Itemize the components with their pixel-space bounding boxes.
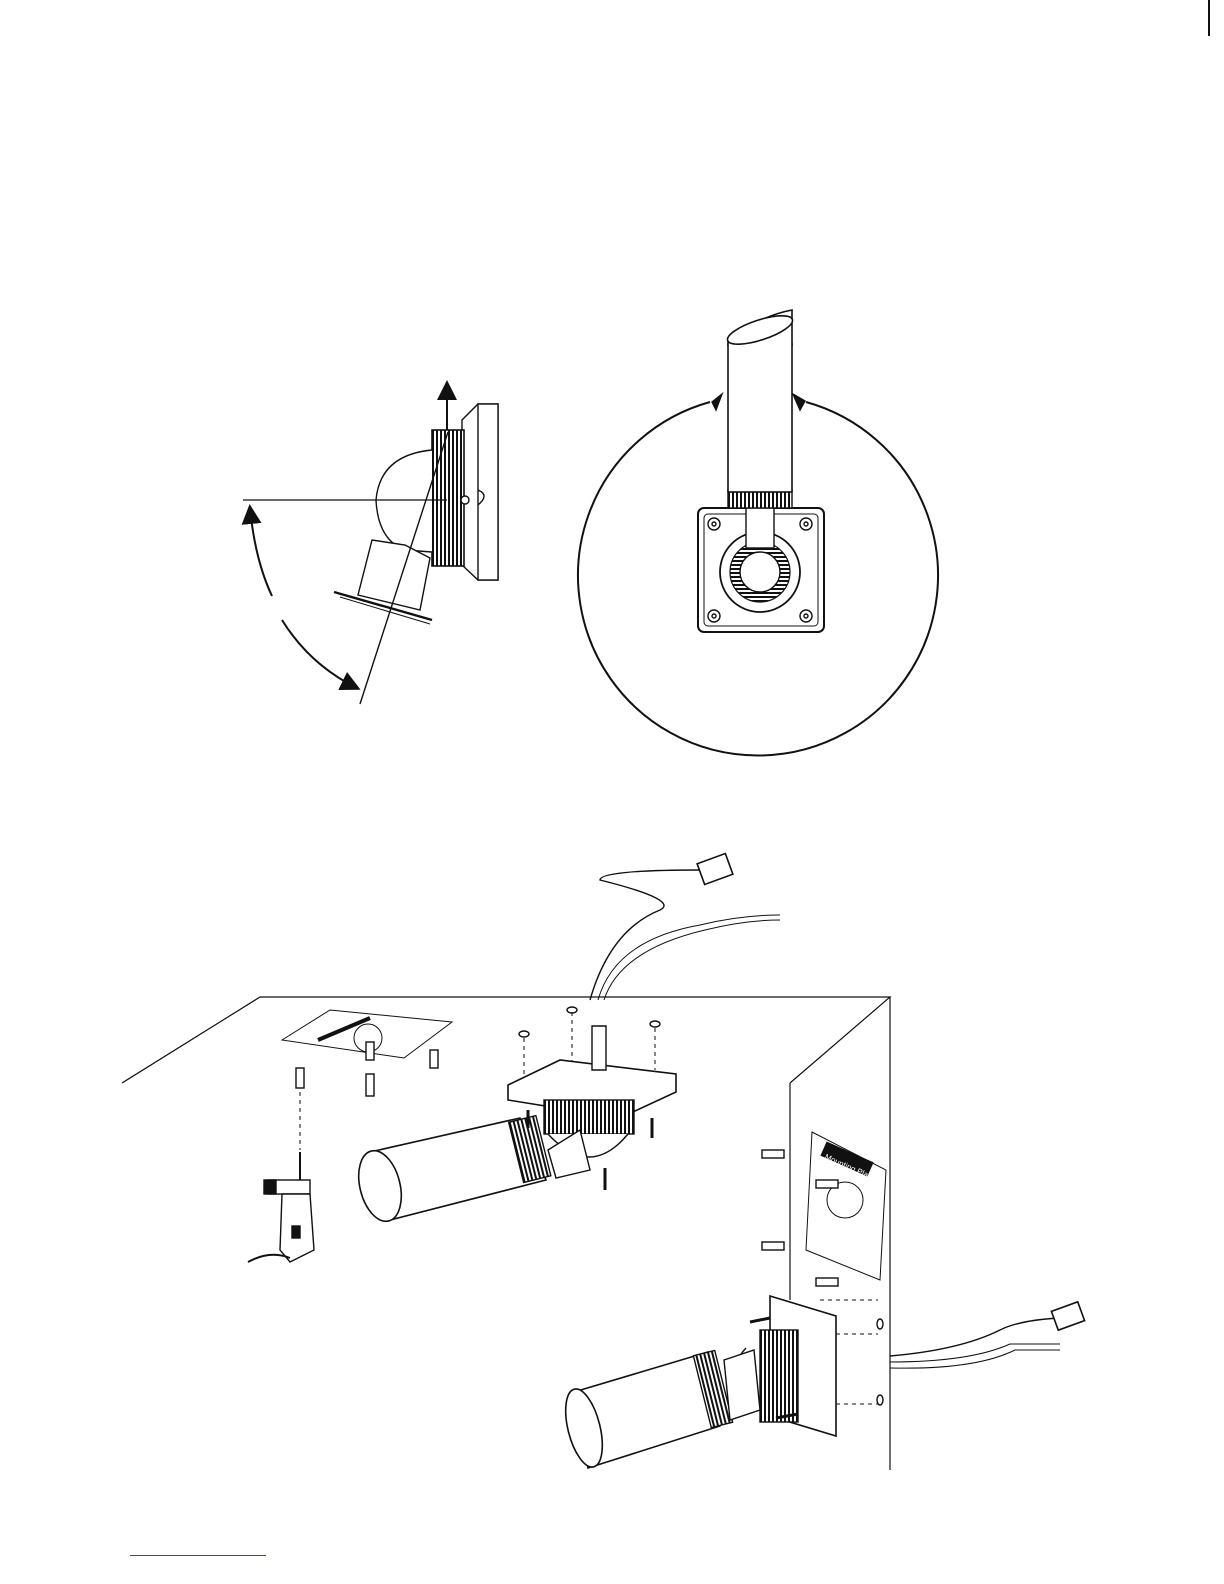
wall-template: Mounting Plate: [806, 1132, 886, 1280]
angle-arc-down: [282, 620, 357, 688]
installation-view: Mounting Plate: [122, 854, 1085, 1471]
ridged-ring: [432, 430, 464, 566]
camera-tube: [728, 344, 792, 492]
camera-rotation-view: [578, 310, 938, 755]
angle-arc-up: [250, 508, 272, 596]
footer-link-underline[interactable]: [130, 1555, 266, 1556]
rj45-connector-icon: [697, 854, 733, 885]
ceiling-anchors: [296, 1042, 438, 1096]
drill-icon: [248, 1152, 314, 1262]
dome: [376, 450, 432, 552]
camera-side-view: [243, 384, 498, 704]
wall-camera: [559, 1296, 883, 1471]
ceiling-cables: [590, 854, 780, 1000]
wall-cables: [890, 1302, 1085, 1368]
ceiling-plane: [122, 997, 890, 1083]
